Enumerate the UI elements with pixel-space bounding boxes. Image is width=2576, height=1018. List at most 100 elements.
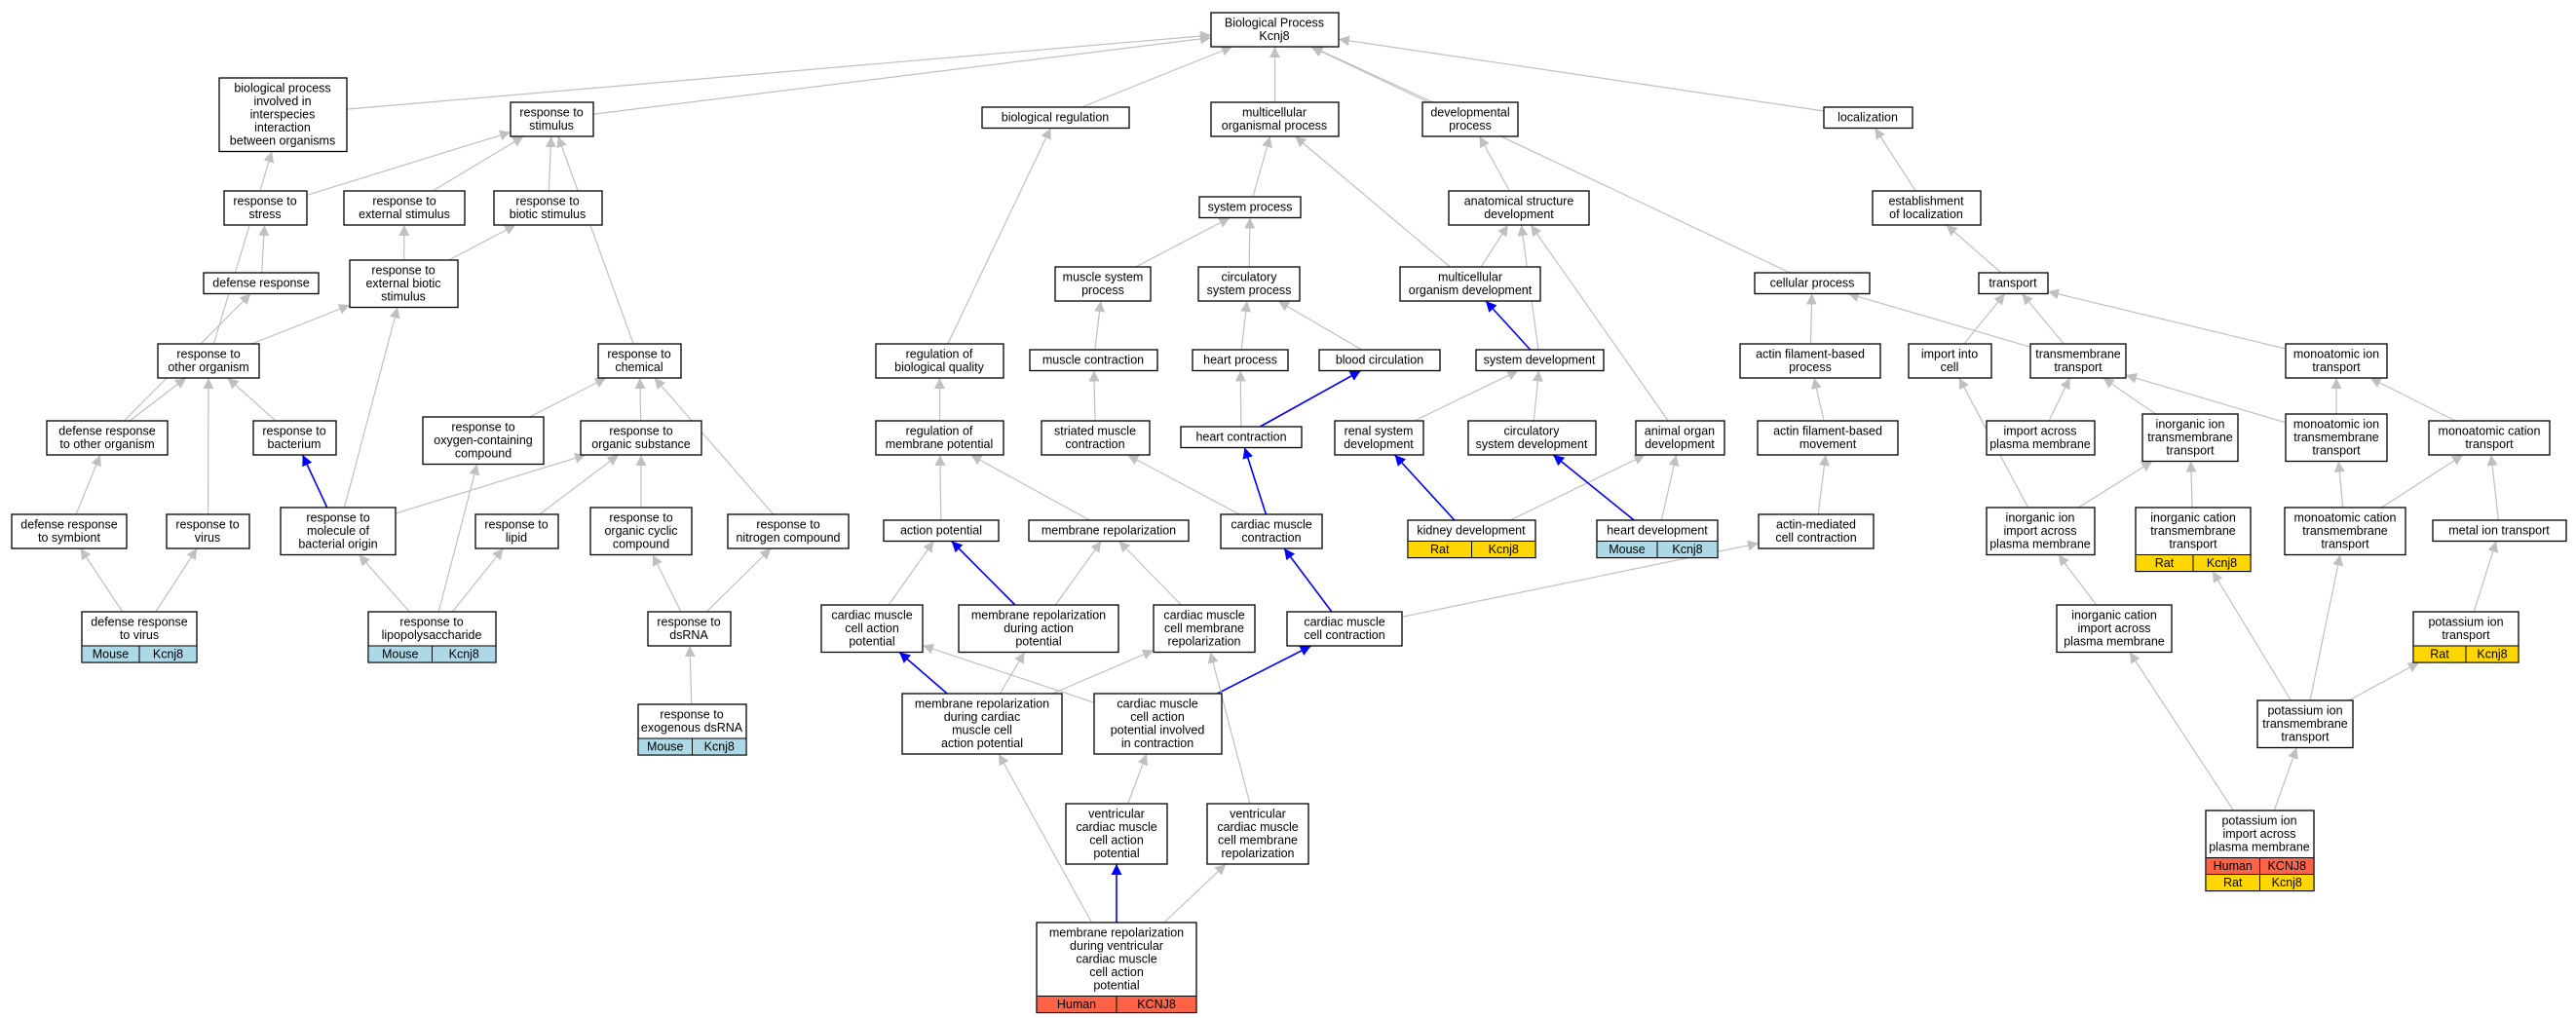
go-term-node-heart_contraction[interactable]: heart contraction — [1180, 426, 1303, 449]
node-label-line: cardiac muscle — [1076, 953, 1156, 966]
gene-label: Kcnj8 — [449, 648, 479, 661]
edge-cardiac_muscle_contr-to-striated_muscle — [1127, 454, 1240, 515]
edge-resp_stimulus-to-root — [592, 33, 1212, 115]
go-term-node-muscle_contraction[interactable]: muscle contraction — [1029, 349, 1158, 372]
go-term-node-membrane_repol[interactable]: membrane repolarization — [1028, 519, 1190, 543]
edge-resp_oxygen-to-resp_chemical — [529, 377, 607, 418]
go-term-node-system_proc[interactable]: system process — [1198, 196, 1302, 219]
node-label-line: repolarization — [1167, 635, 1240, 649]
go-term-node-inorg_cation_tm[interactable]: inorganic cationtransmembranetransportRa… — [2135, 507, 2252, 573]
go-term-node-heart_proc[interactable]: heart process — [1192, 349, 1289, 372]
node-label-line: transport — [2054, 360, 2102, 374]
node-label-line: development — [1645, 437, 1715, 451]
go-term-node-cellular_proc[interactable]: cellular process — [1754, 272, 1871, 295]
edge-blood_circ-to-circ_sys_proc — [1277, 300, 1362, 351]
go-term-node-localization[interactable]: localization — [1823, 106, 1913, 130]
go-term-node-bio_regulation[interactable]: biological regulation — [981, 106, 1130, 130]
node-box — [1192, 349, 1289, 372]
go-term-node-metal_ion_transport[interactable]: metal ion transport — [2432, 519, 2567, 543]
node-box — [343, 190, 466, 226]
node-box — [2256, 699, 2354, 749]
node-box — [1041, 420, 1151, 456]
node-box — [1475, 349, 1605, 372]
go-term-node-blood_circ[interactable]: blood circulation — [1318, 349, 1441, 372]
go-term-node-action_potential[interactable]: action potential — [883, 519, 1000, 543]
species-label: Mouse — [93, 648, 130, 661]
node-label-line: contraction — [1065, 437, 1124, 451]
node-label-line: kidney development — [1417, 524, 1526, 538]
node-label-line: membrane repolarization — [1049, 926, 1184, 940]
node-label-line: stimulus — [529, 119, 574, 132]
edge-actin_med_contr-to-actin_fil_movement — [1817, 454, 1830, 515]
go-term-node-defense_resp[interactable]: defense response — [203, 272, 320, 295]
go-term-node-transport[interactable]: transport — [1978, 272, 2049, 295]
go-term-node-system_dev[interactable]: system development — [1475, 349, 1605, 372]
node-label-line: bacterium — [268, 437, 322, 451]
